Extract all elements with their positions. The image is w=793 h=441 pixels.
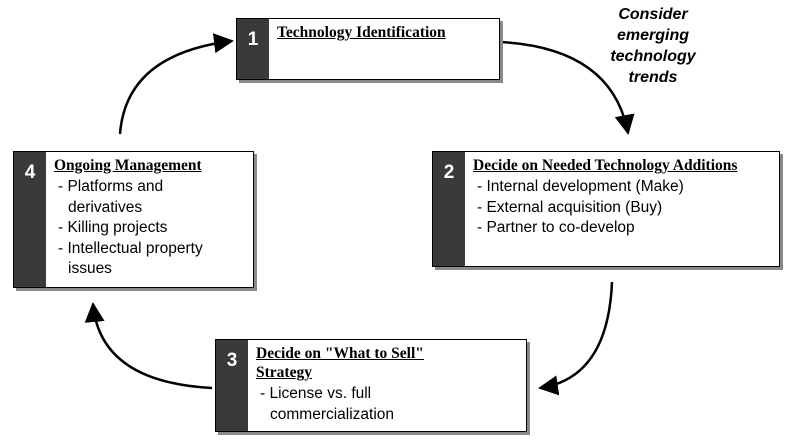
step-1-title: Technology Identification — [277, 24, 446, 41]
step-4-title: Ongoing Management — [54, 157, 202, 174]
step-2-list: Internal development (Make) External acq… — [473, 177, 775, 239]
list-item: Intellectual property issues — [54, 239, 243, 280]
step-4-list: Platforms and derivatives Killing projec… — [54, 177, 243, 280]
list-item: Killing projects — [54, 218, 243, 239]
step-3-number: 3 — [216, 340, 248, 431]
step-3-box: 3 Decide on "What to Sell" Strategy Lice… — [215, 339, 527, 432]
step-2-box: 2 Decide on Needed Technology Additions … — [432, 151, 780, 267]
list-item: Internal development (Make) — [473, 177, 775, 198]
annotation-line-1: Consider — [618, 6, 688, 23]
step-2-title: Decide on Needed Technology Additions — [473, 157, 738, 174]
step-4-box: 4 Ongoing Management Platforms and deriv… — [13, 151, 254, 288]
arrow-3-to-4 — [84, 302, 213, 390]
annotation-line-2: emerging — [616, 27, 689, 44]
step-3-title: Decide on "What to Sell" Strategy — [256, 345, 424, 381]
arrow-1-to-2 — [499, 40, 635, 135]
list-item: Partner to co-develop — [473, 218, 775, 239]
step-2-number: 2 — [433, 152, 465, 266]
step-1-box: 1 Technology Identification — [236, 18, 500, 80]
list-item: Platforms and derivatives — [54, 177, 208, 218]
annotation-line-3: technology — [610, 48, 696, 65]
trend-annotation: Consider emerging technology trends — [598, 4, 708, 88]
list-item: External acquisition (Buy) — [473, 198, 775, 219]
step-1-number: 1 — [237, 19, 269, 79]
annotation-line-4: trends — [628, 69, 678, 86]
arrow-2-to-3 — [538, 281, 614, 396]
arrow-4-to-1 — [118, 33, 234, 135]
step-3-list: License vs. full commercialization — [256, 384, 436, 425]
step-4-number: 4 — [14, 152, 46, 287]
list-item: License vs. full commercialization — [256, 384, 436, 425]
